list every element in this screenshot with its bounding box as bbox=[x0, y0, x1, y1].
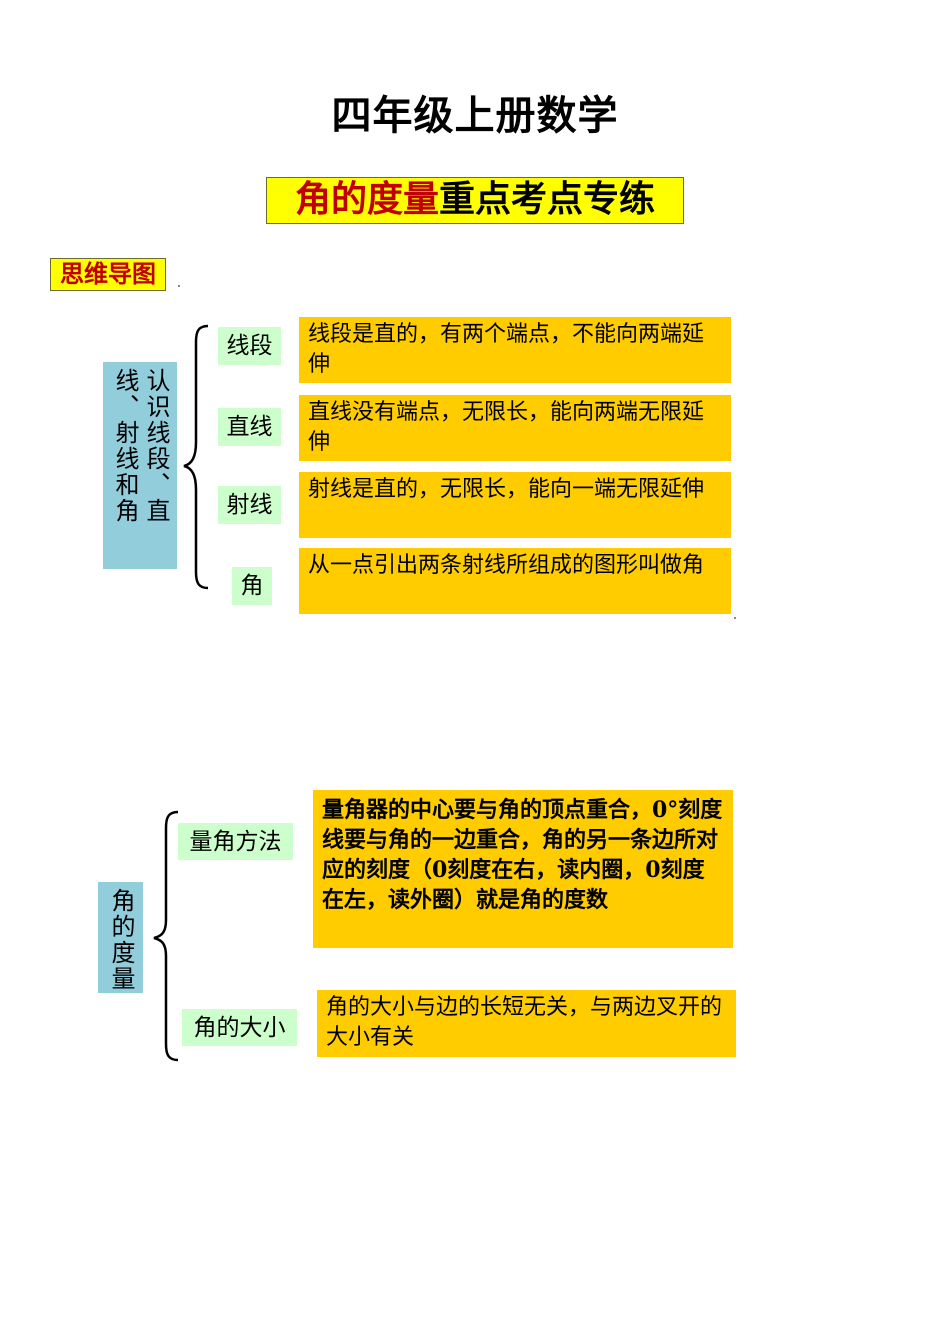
page-title: 四年级上册数学 bbox=[331, 93, 619, 139]
mindmap1-node-angle: 角 bbox=[232, 567, 272, 605]
subtitle-topic: 角的度量 bbox=[294, 179, 439, 220]
stray-dot bbox=[734, 617, 736, 619]
mindmap1-desc-segment: 线段是直的，有两个端点，不能向两端延伸 bbox=[299, 317, 731, 383]
mindmap2-node-method: 量角方法 bbox=[178, 823, 293, 860]
mindmap2-node-size: 角的大小 bbox=[182, 1009, 297, 1046]
subtitle-banner: 角的度量重点考点专练 bbox=[266, 177, 684, 224]
stray-dot bbox=[178, 285, 180, 287]
mindmap2-root: 角的度量 bbox=[98, 882, 143, 993]
subtitle-suffix: 重点考点专练 bbox=[439, 179, 656, 220]
mindmap1-desc-ray: 射线是直的，无限长，能向一端无限延伸 bbox=[299, 472, 731, 538]
mindmap1-brace bbox=[183, 324, 209, 590]
mindmap1-node-ray: 射线 bbox=[218, 486, 281, 524]
mindmap2-desc-method: 量角器的中心要与角的顶点重合，0°刻度线要与角的一边重合，角的另一条边所对应的刻… bbox=[313, 790, 733, 948]
mindmap2-desc-size: 角的大小与边的长短无关，与两边叉开的大小有关 bbox=[317, 990, 736, 1057]
mindmap1-desc-line: 直线没有端点，无限长，能向两端无限延伸 bbox=[299, 395, 731, 461]
section-label-mindmap: 思维导图 bbox=[50, 258, 166, 291]
mindmap1-node-line: 直线 bbox=[218, 408, 281, 446]
mindmap1-desc-angle: 从一点引出两条射线所组成的图形叫做角 bbox=[299, 548, 731, 614]
mindmap1-root: 认识线段、直线、射线和角 bbox=[103, 362, 177, 569]
mindmap2-brace bbox=[153, 810, 179, 1062]
mindmap1-node-segment: 线段 bbox=[218, 327, 281, 365]
